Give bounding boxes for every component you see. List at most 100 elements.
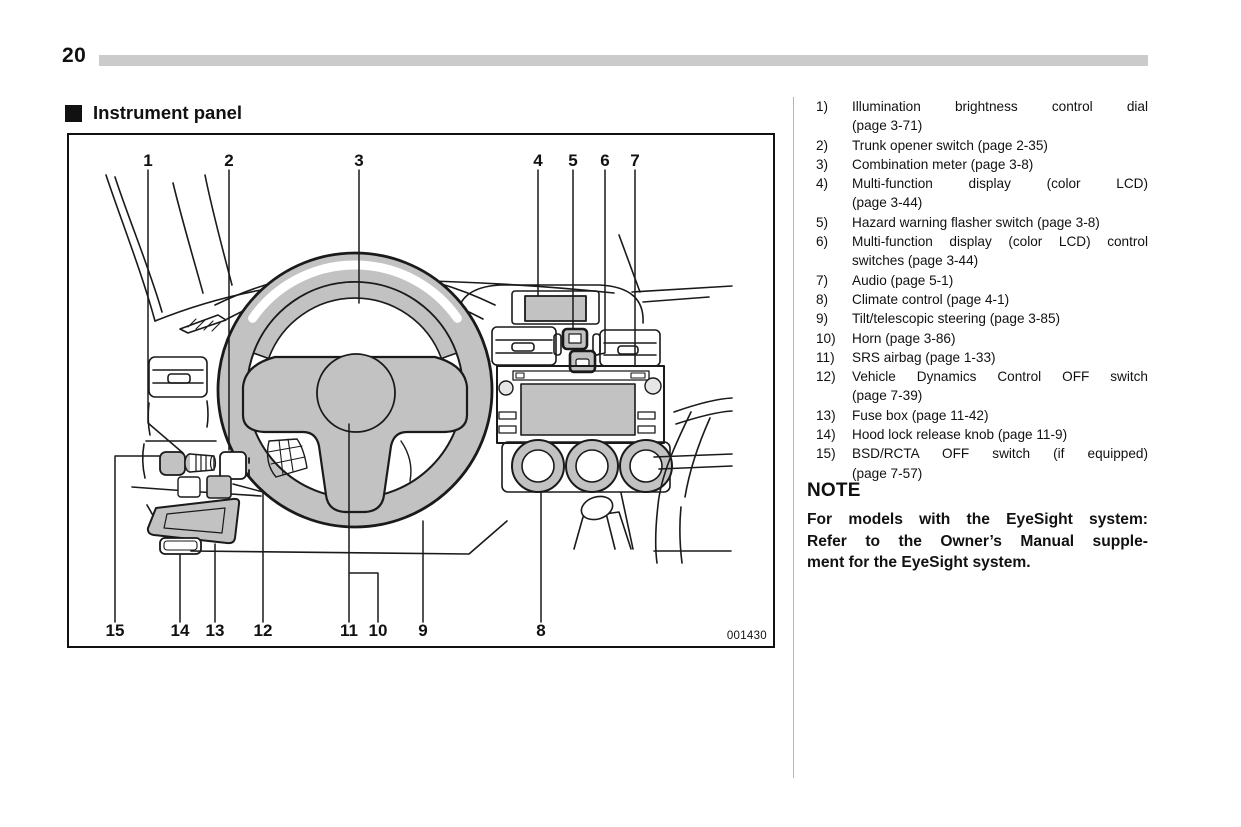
legend-item: 8) Climate control (page 4-1): [816, 290, 1148, 309]
legend-line: Hood lock release knob (page 11-9): [852, 427, 1068, 443]
illumination-dial: [184, 453, 217, 473]
legend-item: 5) Hazard warning flasher switch (page 3-…: [816, 213, 1148, 232]
page-number: 20: [62, 44, 87, 67]
legend-item-text: Trunk opener switch (page 2-35): [852, 136, 1148, 155]
legend-item: 7) Audio (page 5-1): [816, 271, 1148, 290]
right-console-lines: [618, 234, 733, 564]
instrument-panel-figure: 1 2 3 4 5 6 7 15 14 13 12 11 10 9 8 0014…: [67, 133, 775, 648]
legend-line: SRS airbag (page 1-33): [852, 349, 996, 365]
blank-switch: [177, 476, 201, 498]
bsd-rcta-switch: [159, 451, 186, 476]
legend-item-text: Multi-function display (color LCD) contr…: [852, 232, 1148, 271]
legend-line: Tilt/telescopic steering (page 3-85): [852, 311, 1061, 327]
legend-item: 9)Tilt/telescopic steering (page 3-85): [816, 309, 1148, 328]
legend-item-number: 14): [816, 427, 836, 443]
legend-item: 6) Multi-function display (color LCD) con…: [816, 232, 1148, 271]
note-line: For models with the EyeSight system:: [807, 511, 1148, 528]
legend-item: 13) Fuse box (page 11-42): [816, 406, 1148, 425]
legend-item-number: 5): [816, 214, 829, 230]
legend-item-number: 12): [816, 369, 836, 385]
legend-item: 4) Multi-function display (color LCD) (pag…: [816, 174, 1148, 213]
hood-release-knob: [159, 537, 202, 555]
callout-2: 2: [224, 151, 233, 170]
legend-item-text: BSD/RCTA OFF switch (if equipped)(page 7…: [852, 444, 1148, 483]
callout-6: 6: [600, 151, 609, 170]
legend-list: 1) Illumination brightness control dial(p…: [816, 97, 1148, 483]
legend-item-text: Combination meter (page 3-8): [852, 155, 1148, 174]
legend-line: Fuse box (page 11-42): [852, 407, 989, 423]
callout-5: 5: [568, 151, 577, 170]
callout-3: 3: [354, 151, 363, 170]
defroster-vent: [179, 314, 227, 334]
legend-item-text: SRS airbag (page 1-33): [852, 348, 1148, 367]
legend-line: Horn (page 3-86): [852, 330, 956, 346]
hazard-switch: [561, 327, 589, 351]
climate-control-dials: [501, 439, 673, 493]
header-rule: [99, 55, 1148, 66]
legend-line: (page 3-71): [852, 118, 923, 134]
legend-line: Climate control (page 4-1): [852, 291, 1010, 307]
figure-code: 001430: [727, 630, 767, 642]
callout-14: 14: [171, 621, 190, 640]
legend-line: Multi-function display (color LCD): [852, 176, 1148, 192]
callout-10: 10: [369, 621, 388, 640]
steering-wheel: [216, 251, 494, 529]
note-title: NOTE: [807, 480, 861, 501]
legend-line: (page 3-44): [852, 195, 923, 211]
legend-line: Multi-function display (color LCD) contr…: [852, 234, 1148, 250]
mfd-control-switches: [568, 349, 597, 374]
legend-item-text: Audio (page 5-1): [852, 271, 1148, 290]
legend-item-text: Horn (page 3-86): [852, 329, 1148, 348]
gear-shifter: [573, 492, 732, 552]
trunk-opener-switch: [219, 451, 250, 480]
audio-unit: [496, 365, 665, 444]
left-air-vent: [147, 356, 209, 436]
legend-item-number: 6): [816, 234, 829, 250]
legend-item: 14) Hood lock release knob (page 11-9): [816, 425, 1148, 444]
section-title: Instrument panel: [93, 102, 243, 123]
instrument-panel-diagram: 1 2 3 4 5 6 7 15 14 13 12 11 10 9 8 0014…: [105, 151, 767, 642]
callout-11: 11: [340, 621, 358, 640]
legend-line: Audio (page 5-1): [852, 272, 954, 288]
column-divider: [793, 97, 794, 778]
legend-item-text: Hood lock release knob (page 11-9): [852, 425, 1148, 444]
legend-item-text: Illumination brightness control dial(pag…: [852, 97, 1148, 136]
note-body: For models with the EyeSight system: Refe…: [807, 509, 1148, 574]
legend-line: (page 7-57): [852, 465, 923, 481]
mfd-display: [456, 284, 644, 325]
legend-item-text: Climate control (page 4-1): [852, 290, 1148, 309]
note-line: ment for the EyeSight system.: [807, 554, 1031, 572]
legend-item: 2) Trunk opener switch (page 2-35): [816, 136, 1148, 155]
legend-item-number: 8): [816, 291, 829, 307]
note-section: NOTE For models with the EyeSight system…: [807, 480, 1148, 574]
legend-item: 3) Combination meter (page 3-8): [816, 155, 1148, 174]
legend-item-number: 7): [816, 272, 829, 288]
callout-8: 8: [536, 621, 545, 640]
callout-13: 13: [206, 621, 225, 640]
legend-item-number: 4): [816, 176, 829, 192]
legend-item-text: Vehicle Dynamics Control OFF switch(page…: [852, 367, 1148, 406]
steering-wheel-pad: [241, 355, 469, 514]
callout-1: 1: [143, 151, 152, 170]
section-square-marker: [65, 104, 82, 122]
legend-item-number: 13): [816, 407, 836, 423]
legend-line: Combination meter (page 3-8): [852, 156, 1034, 172]
legend-item-number: 3): [816, 156, 829, 172]
legend-line: switches (page 3-44): [852, 253, 979, 269]
legend-item-number: 2): [816, 137, 829, 153]
dash-bottom-edge: [190, 520, 508, 555]
callout-9: 9: [418, 621, 427, 640]
srs-airbag-pad: [316, 353, 396, 433]
legend-item-text: Hazard warning flasher switch (page 3-8): [852, 213, 1148, 232]
callout-15: 15: [106, 621, 125, 640]
legend-line: Vehicle Dynamics Control OFF switch: [852, 369, 1148, 385]
callout-7: 7: [630, 151, 639, 170]
legend-item-number: 15): [816, 446, 836, 462]
legend-item-number: 10): [816, 330, 836, 346]
legend-item-number: 1): [816, 99, 829, 114]
legend-item: 10) Horn (page 3-86): [816, 329, 1148, 348]
vdc-off-switch: [206, 475, 232, 499]
legend-item: 12) Vehicle Dynamics Control OFF switch(p…: [816, 367, 1148, 406]
note-line: Refer to the Owner’s Manual supple-: [807, 532, 1148, 550]
legend-item: 11)SRS airbag (page 1-33): [816, 348, 1148, 367]
